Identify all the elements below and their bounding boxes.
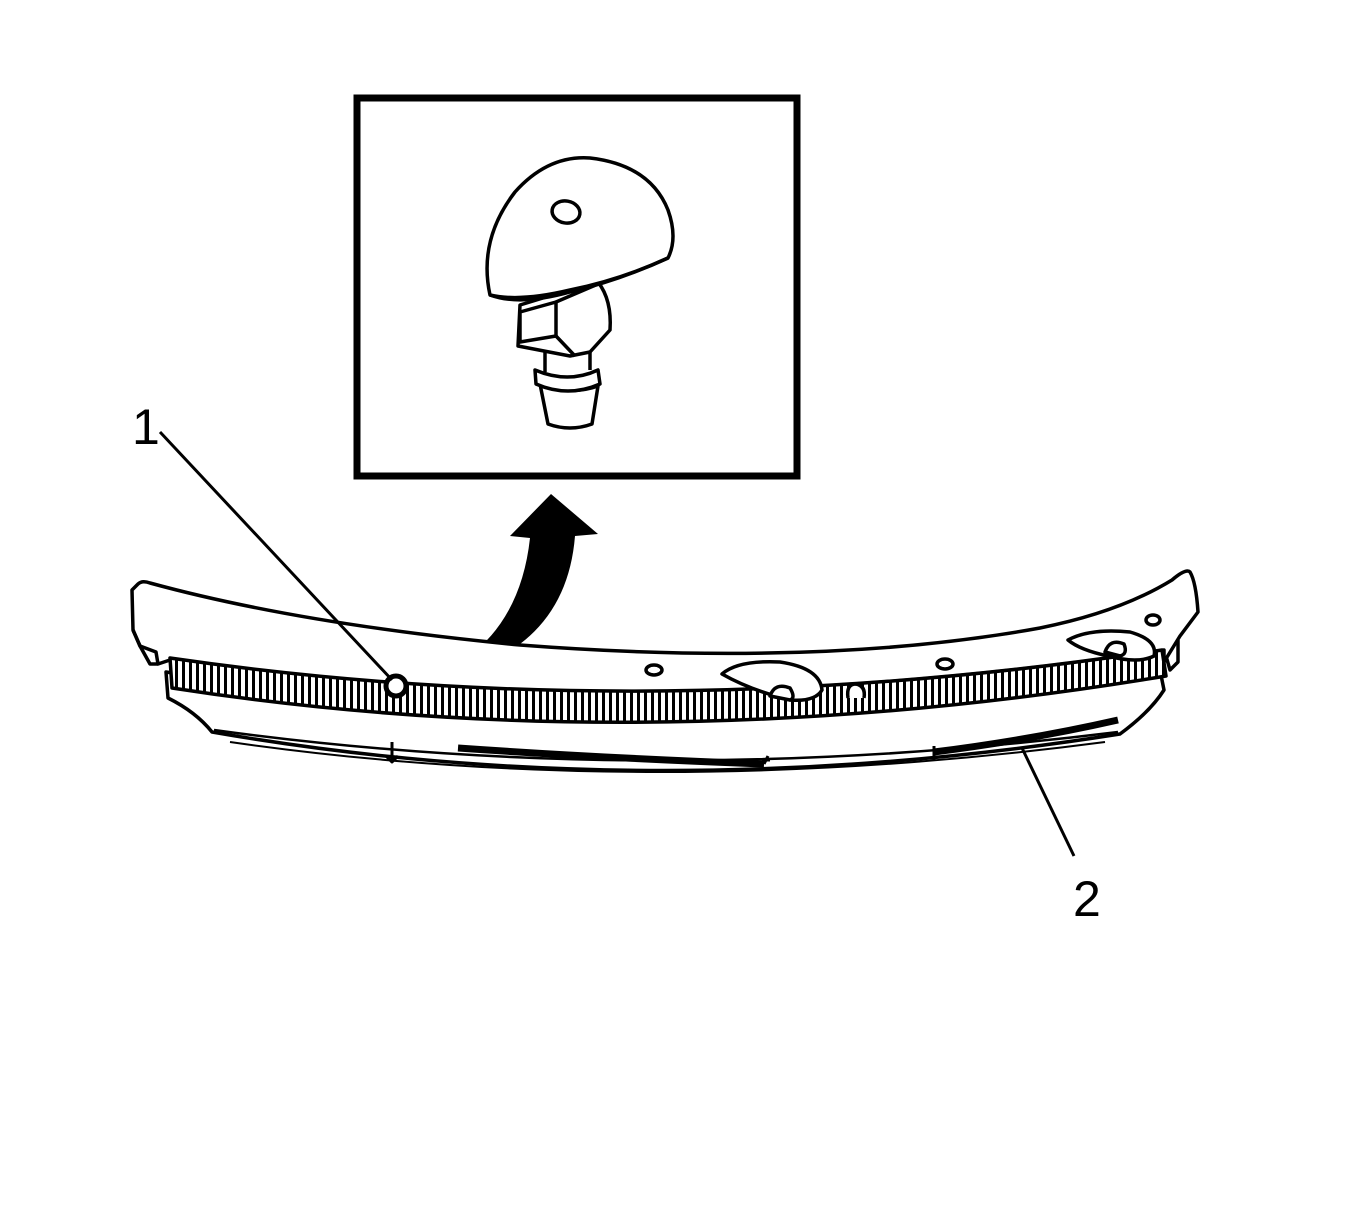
detail-arrow [420,494,598,682]
detail-inset [353,94,801,480]
washer-nozzle[interactable] [383,673,409,699]
spray-orifice [550,199,582,225]
hose-channel-left [457,744,765,768]
callout-1: 1 [132,399,160,455]
washer-nozzle-detail [485,156,675,430]
nozzle-head [485,156,675,300]
cowl-panel [130,569,1200,773]
hose-channel-right [933,716,1119,756]
leader-line-1 [158,430,394,682]
leader-line-2 [1020,747,1076,857]
callout-2: 2 [1073,871,1101,927]
nozzle-boss-center [720,660,824,703]
